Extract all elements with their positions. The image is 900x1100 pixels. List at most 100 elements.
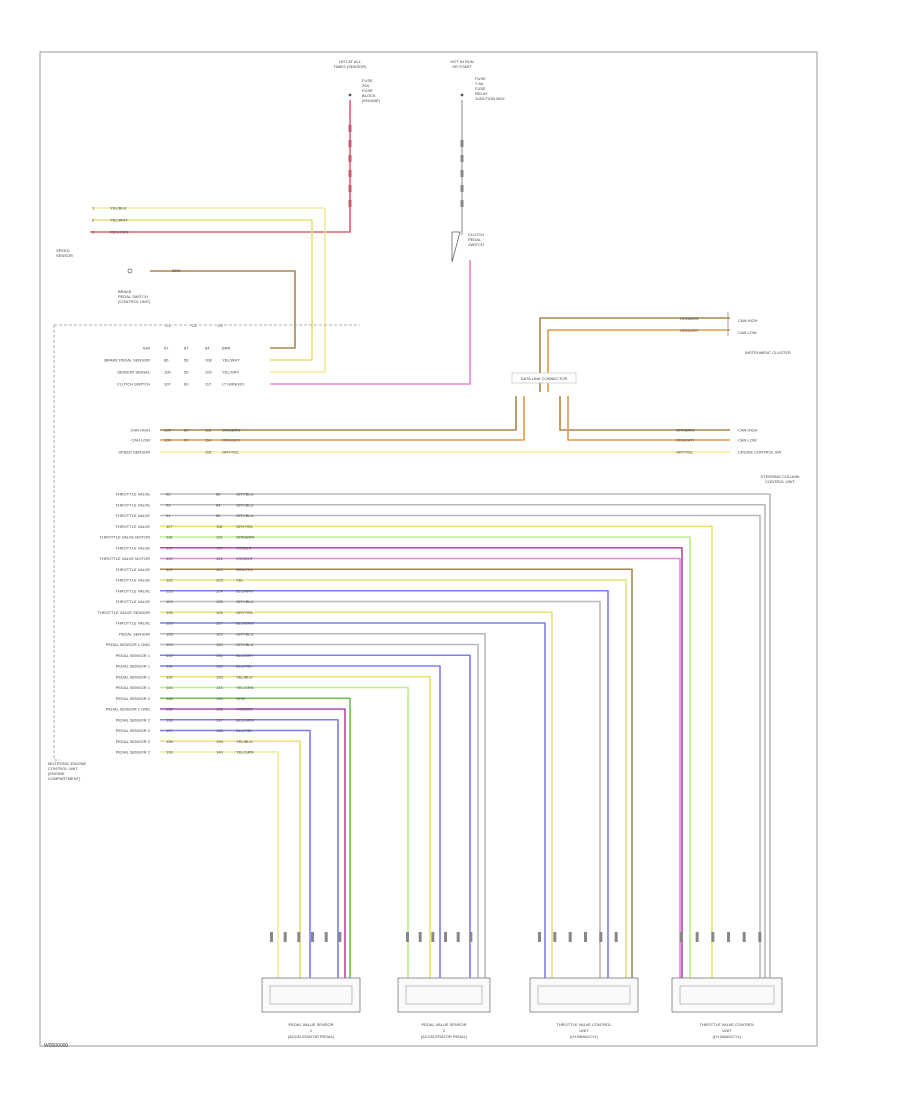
connector-pin-mark <box>568 932 572 942</box>
pin-number: 124 <box>166 599 173 604</box>
connector-pin-mark <box>680 932 683 942</box>
pin-number: 120 <box>216 545 223 550</box>
ecm-signal-name: PEDAL SENSOR 2 <box>116 739 151 744</box>
ecm-signal-name: PEDAL SENSOR 2 <box>116 750 151 755</box>
ecm-signal-name: BRAKE PEDAL SENSOR <box>104 358 150 363</box>
wire-speed-sensor-2 <box>92 219 313 361</box>
wire-color-label: GRY/BLU <box>236 513 254 518</box>
ecm-signal-name: PEDAL SENSOR 1 <box>116 685 151 690</box>
ecm-signal-name: PEDAL SENSOR 2 <box>116 696 151 701</box>
ecm-label: MOTRONIC ENGINE <box>48 761 87 766</box>
wire-throttle-valve <box>160 493 771 955</box>
pin-label: CAN LOW <box>738 330 757 335</box>
pin-number: 139 <box>166 750 173 755</box>
wire-throttle-valve <box>160 579 627 955</box>
ecm-signal-name: THROTTLE VALVE <box>115 513 150 518</box>
ecm-signal-name: THROTTLE VALVE MOTOR <box>100 556 151 561</box>
wire-connector-mark <box>460 200 464 207</box>
wire-color-label: GRY/BLU <box>236 492 254 497</box>
pin-number: 59 <box>184 370 189 375</box>
pin-number: 132 <box>166 674 173 679</box>
wire-instrument-can-high <box>539 317 730 392</box>
brake-switch-wire-color: BRN <box>172 268 181 273</box>
ecm-signal-name: THROTTLE VALVE <box>115 621 150 626</box>
ecm-signal-name: THROTTLE VALVE <box>115 578 150 583</box>
pin-number: 67 <box>164 346 169 351</box>
pin-number: 118 <box>166 535 173 540</box>
component-label: (ACCELERATOR PEDAL) <box>288 1034 335 1039</box>
pin-number: 127 <box>216 621 223 626</box>
pin-header: C1 <box>165 323 171 328</box>
steering-column-label: CONTROL UNIT <box>765 479 795 484</box>
fuse-label-right: RELAY <box>475 91 488 96</box>
pin-label: CAN LOW <box>738 438 757 443</box>
component-inner <box>405 985 483 1005</box>
ecm-label: (ENGINE <box>48 771 65 776</box>
wire-color-label: GRY/YEL <box>676 450 694 455</box>
pin-number: 136 <box>216 707 223 712</box>
component-label: PEDAL VALUE SENSOR <box>289 1022 334 1027</box>
component-label: 1 <box>310 1028 313 1033</box>
brake-switch-terminal <box>127 268 133 274</box>
component-label: 2 <box>443 1028 446 1033</box>
component-label: (LH BANK/CYL) <box>570 1034 599 1039</box>
clutch-switch-label: PEDAL <box>468 237 482 242</box>
wire-color-label: BRN/YEL <box>236 567 254 572</box>
wire-brake-switch <box>150 270 296 349</box>
pin-number: 124 <box>216 588 223 593</box>
pin-number: 138 <box>166 739 173 744</box>
pin-number: 119 <box>166 545 173 550</box>
pin-number: 134 <box>216 685 223 690</box>
wire-pedal-sensor-2 <box>160 740 301 955</box>
pin-number: 133 <box>216 674 223 679</box>
pin-label: CAN HIGH <box>738 318 758 323</box>
wire-throttle-valve <box>160 589 609 955</box>
wire-pedal-sensor-1 <box>160 675 431 955</box>
brake-switch-label: (CONTROL UNIT) <box>118 299 151 304</box>
wire-color-label: BRN <box>222 346 231 351</box>
wire-throttle-valve-sensor <box>160 611 553 955</box>
wire-pedal-sensor-2 <box>160 751 279 955</box>
hot-at-all-times-label: TIMES (SENSOR) <box>334 64 368 69</box>
pin-number: 121 <box>216 556 223 561</box>
fuse-label-left: FUSE <box>362 78 373 83</box>
ecm-signal-name: THROTTLE VALVE <box>115 524 150 529</box>
clutch-switch-label: SWITCH <box>468 242 484 247</box>
pin-number: 137 <box>216 717 223 722</box>
wire-color-label: ORN/GRY <box>676 438 695 443</box>
wire-color-label: BLU/WHT <box>236 588 255 593</box>
wire-throttle-valve <box>160 568 633 955</box>
ecm-signal-name: PEDAL SENSOR 1 <box>116 664 151 669</box>
fuse-label-left: FUSE <box>362 88 373 93</box>
pin-number: 86 <box>164 358 169 363</box>
wire-color-label: YEL/GRY <box>222 370 240 375</box>
ecm-signal-name: THROTTLE VALVE <box>115 588 150 593</box>
wire-pedal-sensor <box>160 632 486 955</box>
pin-number: 100 <box>164 428 171 433</box>
wire-connector-mark <box>348 155 352 162</box>
wire-connector-mark <box>348 170 352 177</box>
wire-color-label: VIO/BRN <box>236 707 253 712</box>
connector-pin-mark <box>711 932 715 942</box>
pin-number: 86 <box>216 492 221 497</box>
pin-number: 133 <box>166 685 173 690</box>
pin-number: 131 <box>166 664 173 669</box>
wire-color-label: GRY/BLU <box>236 642 254 647</box>
connector-pin-mark <box>311 932 314 942</box>
component-label: UNIT <box>722 1028 732 1033</box>
wire-clutch-switch <box>270 260 471 385</box>
fuse-terminal-left <box>348 93 352 97</box>
wire-color-label: LT GRN/VIO <box>222 382 244 387</box>
wire-color-label: BLU/YEL <box>236 728 253 733</box>
wire-color-label: GRN/BRN <box>236 535 255 540</box>
ecm-signal-name: THROTTLE VALVE <box>115 502 150 507</box>
wire-red-speed-sensor <box>90 100 351 233</box>
wire-color-label: BLU/GRN <box>236 717 254 722</box>
wire-pedal-sensor-2-gnd <box>160 708 346 955</box>
diagram-border <box>39 51 818 1047</box>
pin-number: 118 <box>216 524 223 529</box>
ecm-signal-name: SPEED SENSOR <box>118 450 150 455</box>
wire-connector-mark <box>348 200 352 207</box>
page-code: W0000000 <box>44 1043 69 1049</box>
clutch-switch-label: CLUTCH <box>468 232 484 237</box>
